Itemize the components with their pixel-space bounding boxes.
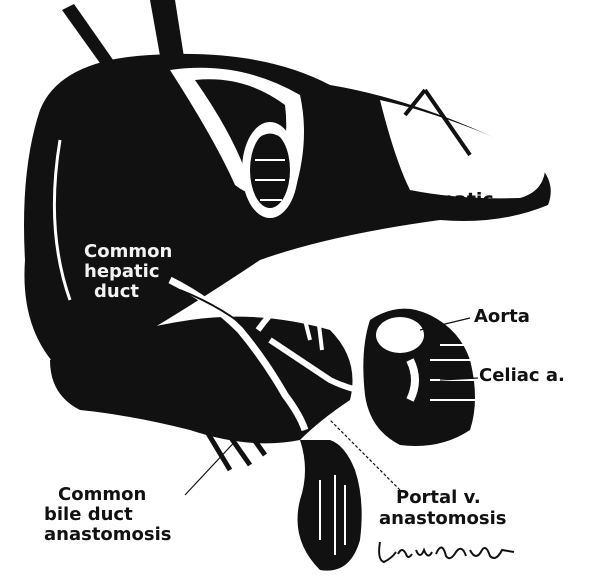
label-aorta: Aorta <box>474 307 530 327</box>
label-common-bile-duct-anastomosis-line2: bile duct <box>44 505 133 525</box>
label-portal-vein-anastomosis-line1: Portal v. <box>396 488 481 508</box>
label-common-hepatic-duct-line2: hepatic <box>84 262 160 282</box>
label-portal-vein-anastomosis-line2: anastomosis <box>379 509 507 529</box>
artist-signature <box>372 532 522 572</box>
label-common-bile-duct-anastomosis-line3: anastomosis <box>44 525 172 545</box>
label-common-bile-duct-anastomosis-line1: Common <box>58 485 146 505</box>
label-common-hepatic-duct-line3: duct <box>94 282 139 302</box>
label-celiac: Celiac a. <box>479 366 565 386</box>
label-common-hepatic-duct-line1: Common <box>84 242 172 262</box>
label-hepatic: hepatic <box>414 190 494 210</box>
